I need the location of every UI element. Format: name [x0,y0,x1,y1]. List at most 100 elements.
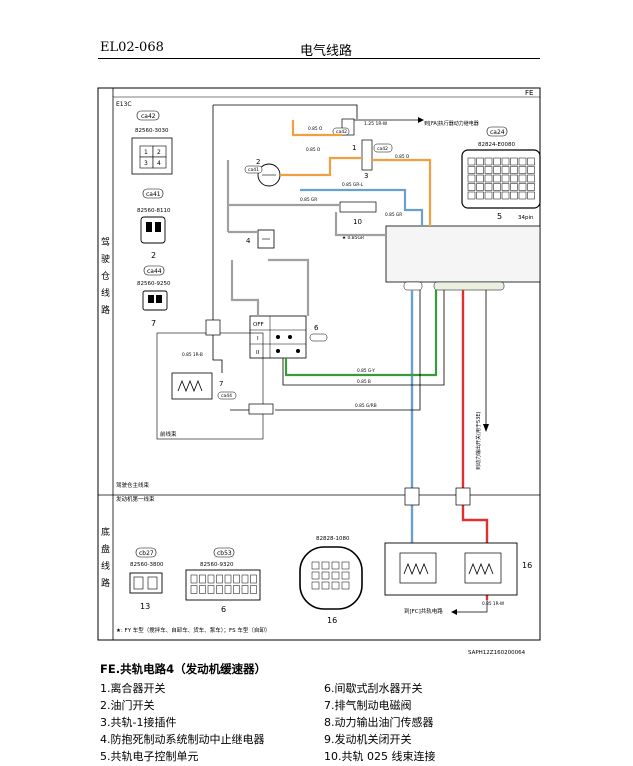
arrow-ps [483,424,489,432]
ca41-body [140,216,166,244]
wire-black-top [213,104,358,119]
side-cab-5: 路 [101,304,110,316]
inline-conn-red [455,487,471,506]
c6-row-ii: II [256,350,260,356]
tag-ca24: ca24 [490,129,505,136]
pin-cell [518,157,527,166]
c7-num: 7 [219,380,223,388]
pin-cell [484,191,493,200]
pin-cell [476,191,484,200]
page-title: 电气线路 [300,44,353,59]
legend-item: 5.共轨电子控制单元 [100,750,199,763]
pin-cell [518,183,527,191]
pin-cell [233,574,240,584]
side-ch-2: 盘 [101,543,110,555]
wire-label-6: 0.85 GR [385,212,402,218]
ca44-body [142,290,168,311]
side-ch-3: 线 [101,560,110,572]
harness-engine: 发动机第一线束 [116,495,155,503]
wire-label-4: 0.85 GR-L [342,182,364,188]
legend-item: 2.油门开关 [100,699,155,712]
page-code: EL02-068 [100,40,164,55]
legend-item: 7.排气制动电磁阀 [324,699,412,712]
pin-cell [311,581,320,590]
ca41-pin-a [146,222,152,232]
c6-dot-1 [276,335,280,339]
vert-note-group: 到动力输出开关(用于53E) [475,412,482,470]
pin-cell [341,561,350,570]
to-fa-label: 到[FA]执行器动力继电器 [424,120,479,127]
pin-cell [510,174,518,183]
side-ch-4: 路 [101,577,110,589]
side-cab-3: 仓 [101,270,110,282]
c7-tag-text: ca44 [221,393,232,399]
tag-ca24-box [486,126,508,137]
pin-cell [501,166,510,174]
pin-cell [216,585,223,594]
wire-spec-labels: 0.85 O 0.85 O 0.85 O 0.85 GR-L 0.85 GR 0… [182,126,505,607]
tag-cb27: cb27 [139,550,154,557]
wire-orange-1 [291,120,342,137]
tag-ca42-box [136,110,160,121]
pin-cell [233,585,240,594]
pin-cell [510,183,518,191]
header-rule [98,58,540,59]
pin-cell [484,157,493,166]
pin-cell [484,174,493,183]
pin-cell [241,585,249,594]
image-code: SAPH12Z160200064 [468,650,526,656]
inline-conn-c7 [248,403,274,415]
wire-black-c7 [212,335,223,373]
ca42-cell-label-3: 3 [144,160,148,167]
pin-cell [321,561,330,570]
side-ch-1: 底 [101,526,110,538]
c3-num: 3 [364,172,368,180]
c3-tag [373,143,393,153]
c3-tag-text: ca42 [377,146,388,152]
pin-cell [207,585,215,594]
wire-orange-3 [372,158,432,226]
connector-ca44: ca44 82560-9250 7 [137,265,171,328]
cb53-pin-grid [190,574,257,594]
inline-conn-left [205,319,221,336]
ca42-cell-label-4: 4 [157,160,161,167]
inline-conn-blue [404,487,420,506]
component-7-exhaust-valve: 7 ca44 前线束 [156,332,264,440]
pin-cell [467,183,476,191]
side-label-chassis: 底 盘 线 路 [101,526,110,589]
part-ca41: 82560-8110 [137,208,171,214]
pin-cell [493,166,501,174]
c10-body [339,201,377,213]
pin-cell [527,174,535,183]
component-16-rail: 16 到[FC]共轨电路 [384,542,532,615]
pin-cell [331,561,340,570]
pin-cell [510,166,518,174]
pin-cell [501,183,510,191]
tag-cb53-box [213,547,235,558]
pin-cell [518,174,527,183]
c6-dot-3 [276,349,280,353]
wire-gray-4 [268,258,310,316]
pin-cell [341,581,350,590]
pin-cell [484,183,493,191]
pin-cell [207,574,215,584]
ca41-pin-b [155,222,161,232]
wire-label-1: 0.85 O [308,126,323,132]
wire-label-7: 0.85 G-Y [357,368,375,374]
pin-cell [493,157,501,166]
component-6-wiper-switch: OFF I II 6 [249,315,328,359]
wire-label-2: 0.85 O [306,147,321,153]
ca42-cell-label-2: 2 [157,149,161,156]
c16-shell [299,546,363,610]
side-cab-4: 线 [101,287,110,299]
pin-cell [527,157,535,166]
side-label-cab: 驾 驶 仓 线 路 [101,237,110,316]
pin-cell [216,574,223,584]
pin-cell [467,174,476,183]
tag-ca44: ca44 [147,268,162,275]
num-cb27: 13 [140,602,150,611]
tag-ca44-box [143,265,165,276]
side-cab-1: 驾 [101,237,110,248]
c6-row-i: I [257,336,259,342]
part-ca24: 82824-E0080 [478,142,515,148]
